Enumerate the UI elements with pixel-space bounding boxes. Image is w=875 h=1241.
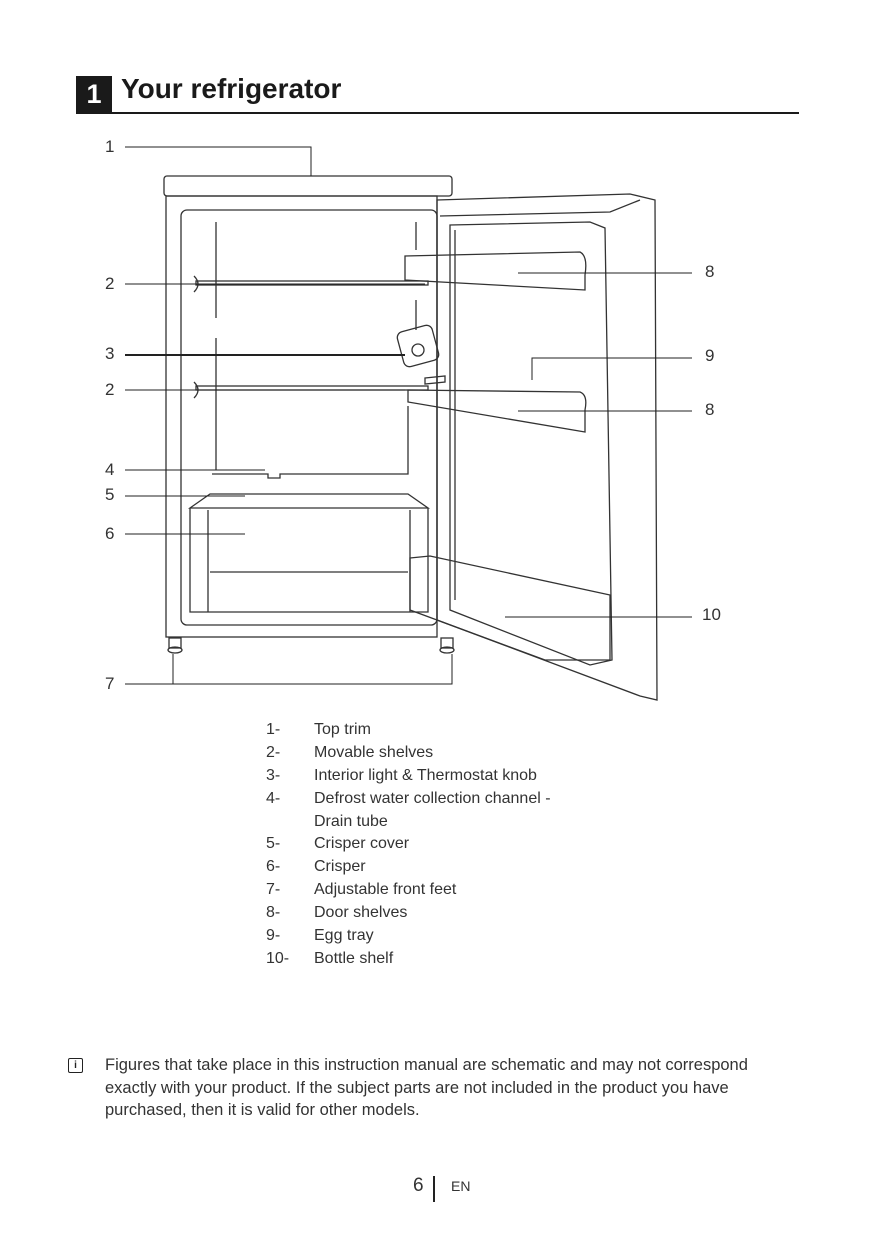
legend-item: 6- Crisper	[266, 856, 551, 879]
legend-item: 5- Crisper cover	[266, 833, 551, 856]
callout-3: 3	[105, 344, 115, 363]
cabinet-inner	[180, 209, 438, 626]
callout-4: 4	[105, 460, 115, 479]
legend-item: 1- Top trim	[266, 719, 551, 742]
legend-number: 9-	[266, 927, 281, 945]
legend-item: Drain tube	[266, 811, 551, 834]
legend-number	[266, 811, 314, 834]
legend-number: 4-	[266, 789, 281, 807]
legend-number: 5-	[266, 835, 281, 853]
callout-7: 7	[105, 674, 115, 693]
callout-5: 5	[105, 485, 115, 504]
legend-item: 2- Movable shelves	[266, 742, 551, 765]
legend-item: 10- Bottle shelf	[266, 948, 551, 971]
callout-9: 9	[705, 346, 715, 365]
bottle-shelf	[409, 555, 611, 661]
callout-10: 10	[702, 605, 721, 624]
callout-6: 6	[105, 524, 115, 543]
legend-label: Crisper	[314, 858, 366, 876]
callout-8b: 8	[705, 400, 715, 419]
door-shelf-upper	[404, 251, 587, 291]
legend-label: Top trim	[314, 721, 371, 738]
legend-number: 3-	[266, 766, 281, 784]
info-icon: i	[68, 1058, 83, 1073]
legend-label: Movable shelves	[314, 743, 434, 761]
legend-label: Door shelves	[314, 904, 408, 922]
legend-number: 1-	[266, 721, 281, 738]
legend-number: 7-	[266, 881, 281, 899]
crisper	[189, 508, 429, 613]
shelf-lower	[195, 385, 429, 391]
callout-8: 8	[705, 262, 715, 281]
legend-item: 8- Door shelves	[266, 902, 551, 925]
page-number: 6	[413, 1175, 424, 1196]
legend-number: 10-	[266, 949, 290, 967]
legend-number: 8-	[266, 904, 281, 922]
legend-label: Defrost water collection channel -	[314, 789, 551, 807]
legend-label: Interior light & Thermostat knob	[314, 766, 537, 784]
crisper-cover	[187, 493, 431, 509]
door-shelf-middle	[407, 389, 587, 433]
page-title: Your refrigerator	[121, 73, 342, 104]
footer-divider	[433, 1176, 435, 1202]
egg-tray	[424, 375, 446, 385]
note-text: Figures that take place in this instruct…	[105, 1056, 748, 1119]
section-number: 1	[76, 76, 112, 113]
thermostat-knob	[396, 324, 440, 368]
cabinet-body	[165, 195, 438, 638]
callout-2: 2	[105, 274, 115, 293]
legend-label: Crisper cover	[314, 835, 410, 853]
top-trim	[163, 175, 453, 197]
legend-item: 7- Adjustable front feet	[266, 879, 551, 902]
title-rule	[76, 112, 799, 114]
legend-label: Adjustable front feet	[314, 881, 457, 899]
legend-number: 2-	[266, 743, 281, 761]
parts-legend: 1- Top trim 2- Movable shelves 3- Interior …	[266, 719, 551, 971]
legend-label: Bottle shelf	[314, 949, 394, 967]
legend-label: Drain tube	[314, 812, 388, 830]
legend-item: 3- Interior light & Thermostat knob	[266, 765, 551, 788]
language-label: EN	[451, 1178, 471, 1194]
legend-item: 4- Defrost water collection channel -	[266, 788, 551, 811]
callout-1: 1	[105, 137, 115, 156]
callout-2b: 2	[105, 380, 115, 399]
refrigerator-diagram	[125, 146, 692, 701]
shelf-upper	[195, 280, 429, 286]
legend-number: 6-	[266, 858, 281, 876]
legend-item: 9- Egg tray	[266, 925, 551, 948]
legend-label: Egg tray	[314, 927, 374, 945]
door	[436, 193, 658, 701]
